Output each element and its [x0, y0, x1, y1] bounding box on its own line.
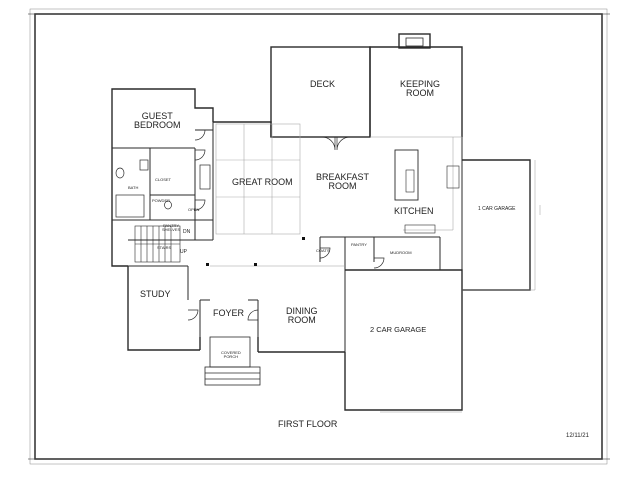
plan-title: FIRST FLOOR — [278, 419, 338, 429]
cooktop — [446, 165, 460, 189]
study-label: STUDY — [140, 289, 171, 299]
page-frame — [28, 8, 610, 465]
one-car-garage-label: 1 CAR GARAGE — [478, 206, 516, 212]
bath-fixtures — [115, 159, 211, 218]
open-label: OPEN — [188, 207, 200, 212]
deck-outline — [270, 46, 371, 138]
fireplace — [398, 33, 431, 49]
powder-label: POWDER — [152, 198, 170, 203]
pantry-label: PANTRY — [351, 242, 367, 247]
great-room-grid — [215, 123, 301, 235]
bath-label: BATH — [128, 185, 139, 190]
deck-label: DECK — [310, 79, 336, 89]
stairs-label: STAIRS — [157, 245, 172, 250]
keeping-room-outline — [369, 46, 463, 137]
left-wing-outline — [111, 88, 214, 267]
porch — [204, 336, 261, 386]
two-car-garage-label: 2 CAR GARAGE — [370, 325, 427, 334]
stairs-up-label: UP — [180, 249, 187, 255]
columns — [206, 237, 305, 266]
dining-room-label: DINING ROOM — [286, 306, 318, 326]
great-room-label: GREAT ROOM — [232, 177, 293, 187]
closet-label: CLOSET — [155, 177, 172, 182]
foyer-label: FOYER — [213, 308, 245, 318]
upper-wall — [213, 121, 272, 137]
plan-date: 12/11/21 — [566, 433, 589, 439]
sink-counter — [404, 224, 436, 234]
mudroom-label: MUDROOM — [390, 250, 412, 255]
stairs-down-label: DN — [183, 229, 191, 235]
study-outline — [127, 266, 200, 351]
guest-bedroom-label: GUEST BEDROOM — [134, 111, 181, 131]
garage-2-outline — [344, 269, 463, 411]
kitchen-fixtures — [394, 149, 460, 234]
stairs — [134, 225, 181, 263]
pantry-shelves-label: PANTRY SHELVES — [162, 223, 181, 233]
keeping-room-label: KEEPING ROOM — [400, 79, 441, 99]
covered-porch-label: COVERED PORCH — [221, 350, 241, 360]
exterior-walls — [111, 33, 531, 411]
garage-1-outline — [462, 159, 531, 291]
door-swings — [187, 129, 385, 321]
kitchen-label: KITCHEN — [394, 206, 434, 216]
breakfast-room-label: BREAKFAST ROOM — [316, 172, 370, 192]
kitchen-island — [394, 149, 419, 201]
light-lines — [210, 136, 541, 413]
coats-label: COATS — [316, 248, 330, 253]
